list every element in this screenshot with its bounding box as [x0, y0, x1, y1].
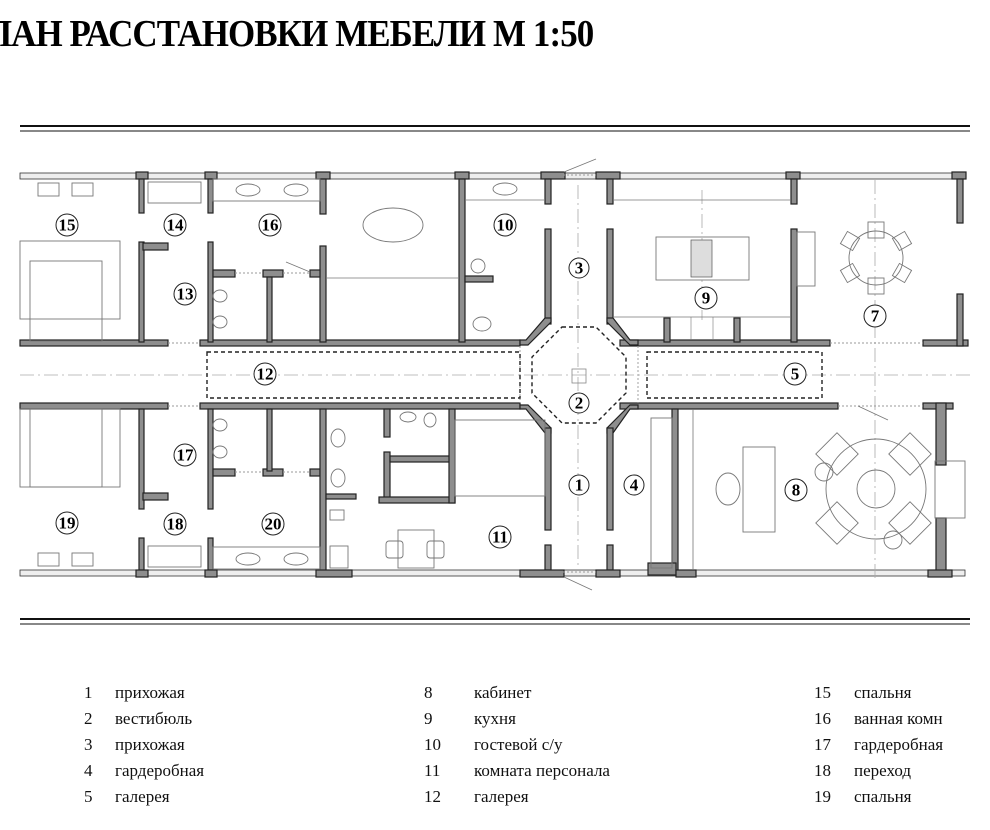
legend-name: спальня: [854, 787, 912, 806]
legend-item: 2 вестибюль: [84, 706, 204, 732]
svg-text:17: 17: [177, 446, 195, 465]
room-label-11: 11: [488, 525, 512, 549]
legend-column-2: 8 кабинет 9 кухня 10 гостевой с/у 11 комната…: [424, 680, 610, 810]
svg-text:12: 12: [257, 365, 274, 384]
svg-text:19: 19: [59, 514, 76, 533]
legend-item: 11 комната персонала: [424, 758, 610, 784]
svg-text:9: 9: [702, 289, 711, 308]
legend-item: 16 ванная комн: [814, 706, 943, 732]
room-label-1: 1: [568, 474, 590, 496]
axis-lines: [20, 180, 970, 580]
room-label-4: 4: [623, 474, 645, 496]
legend-number: 10: [424, 735, 441, 754]
legend-item: 18 переход: [814, 758, 943, 784]
legend-item: 8 кабинет: [424, 680, 610, 706]
svg-text:15: 15: [59, 216, 76, 235]
svg-text:1: 1: [575, 476, 584, 495]
svg-text:20: 20: [265, 515, 282, 534]
legend-name: гардеробная: [854, 735, 944, 754]
svg-text:5: 5: [791, 365, 800, 384]
gallery-outlines: [206, 326, 823, 424]
legend-number: 17: [814, 735, 831, 754]
svg-text:16: 16: [262, 216, 279, 235]
frame-lines: [20, 125, 970, 625]
legend-number: 2: [84, 709, 93, 728]
legend-item: 15 спальня: [814, 680, 943, 706]
svg-text:11: 11: [492, 528, 508, 547]
legend-number: 1: [84, 683, 93, 702]
svg-text:13: 13: [177, 285, 194, 304]
legend-name: вестибюль: [115, 709, 193, 728]
legend-name: кабинет: [474, 683, 532, 702]
legend-number: 12: [424, 787, 441, 806]
legend-item: 4 гардеробная: [84, 758, 204, 784]
room-label-10: 10: [493, 213, 517, 237]
legend-name: ванная комн: [854, 709, 943, 728]
svg-text:18: 18: [167, 515, 184, 534]
room-label-9: 9: [694, 286, 718, 310]
svg-text:7: 7: [871, 307, 880, 326]
svg-text:8: 8: [792, 481, 801, 500]
room-label-2: 2: [568, 392, 590, 414]
legend-item: 1 прихожая: [84, 680, 204, 706]
legend-item: 10 гостевой с/у: [424, 732, 610, 758]
legend-item: 9 кухня: [424, 706, 610, 732]
room-label-7: 7: [863, 304, 887, 328]
room-label-5: 5: [783, 362, 807, 386]
floor-plan: 15 14 16 13 10 3 9 7 12 2 5 17 19 18 20 …: [19, 125, 970, 625]
room-label-8: 8: [784, 478, 808, 502]
legend-number: 19: [814, 787, 831, 806]
legend-number: 4: [84, 761, 93, 780]
legend-name: кухня: [474, 709, 516, 728]
legend-name: переход: [854, 761, 911, 780]
legend-name: прихожая: [115, 683, 185, 702]
furniture: [19, 178, 966, 570]
room-label-17: 17: [173, 443, 197, 467]
room-label-3: 3: [568, 257, 590, 279]
room-labels: 15 14 16 13 10 3 9 7 12 2 5 17 19 18 20 …: [55, 213, 887, 549]
walls: [19, 171, 969, 578]
legend-item: 12 галерея: [424, 784, 610, 810]
door-openings: [168, 158, 923, 591]
svg-text:10: 10: [497, 216, 514, 235]
svg-text:4: 4: [630, 476, 639, 495]
legend-name: галерея: [115, 787, 170, 806]
legend-name: комната персонала: [474, 761, 610, 780]
svg-text:14: 14: [167, 216, 185, 235]
plan-title: ЛАН РАССТАНОВКИ МЕБЕЛИ М 1:50: [0, 13, 594, 55]
legend-number: 3: [84, 735, 93, 754]
legend-item: 3 прихожая: [84, 732, 204, 758]
legend-name: спальня: [854, 683, 912, 702]
legend-name: гардеробная: [115, 761, 205, 780]
legend-column-1: 1 прихожая 2 вестибюль 3 прихожая 4 гардероб…: [84, 680, 204, 810]
legend-name: галерея: [474, 787, 529, 806]
legend-number: 15: [814, 683, 831, 702]
legend-number: 16: [814, 709, 831, 728]
legend-number: 5: [84, 787, 93, 806]
legend-number: 18: [814, 761, 831, 780]
legend-number: 8: [424, 683, 433, 702]
legend-item: 5 галерея: [84, 784, 204, 810]
room-label-18: 18: [163, 512, 187, 536]
room-label-12: 12: [253, 362, 277, 386]
svg-text:3: 3: [575, 259, 584, 278]
room-label-13: 13: [173, 282, 197, 306]
svg-text:2: 2: [575, 394, 584, 413]
legend-number: 9: [424, 709, 433, 728]
legend-number: 11: [424, 761, 441, 780]
room-label-19: 19: [55, 511, 79, 535]
room-label-14: 14: [163, 213, 187, 237]
legend-item: 17 гардеробная: [814, 732, 943, 758]
room-label-20: 20: [261, 512, 285, 536]
legend-column-3: 15 спальня 16 ванная комн 17 гардеробная 18…: [814, 680, 943, 810]
legend-item: 19 спальня: [814, 784, 943, 810]
room-label-15: 15: [55, 213, 79, 237]
legend-name: гостевой с/у: [474, 735, 563, 754]
room-label-16: 16: [258, 213, 282, 237]
legend-name: прихожая: [115, 735, 185, 754]
